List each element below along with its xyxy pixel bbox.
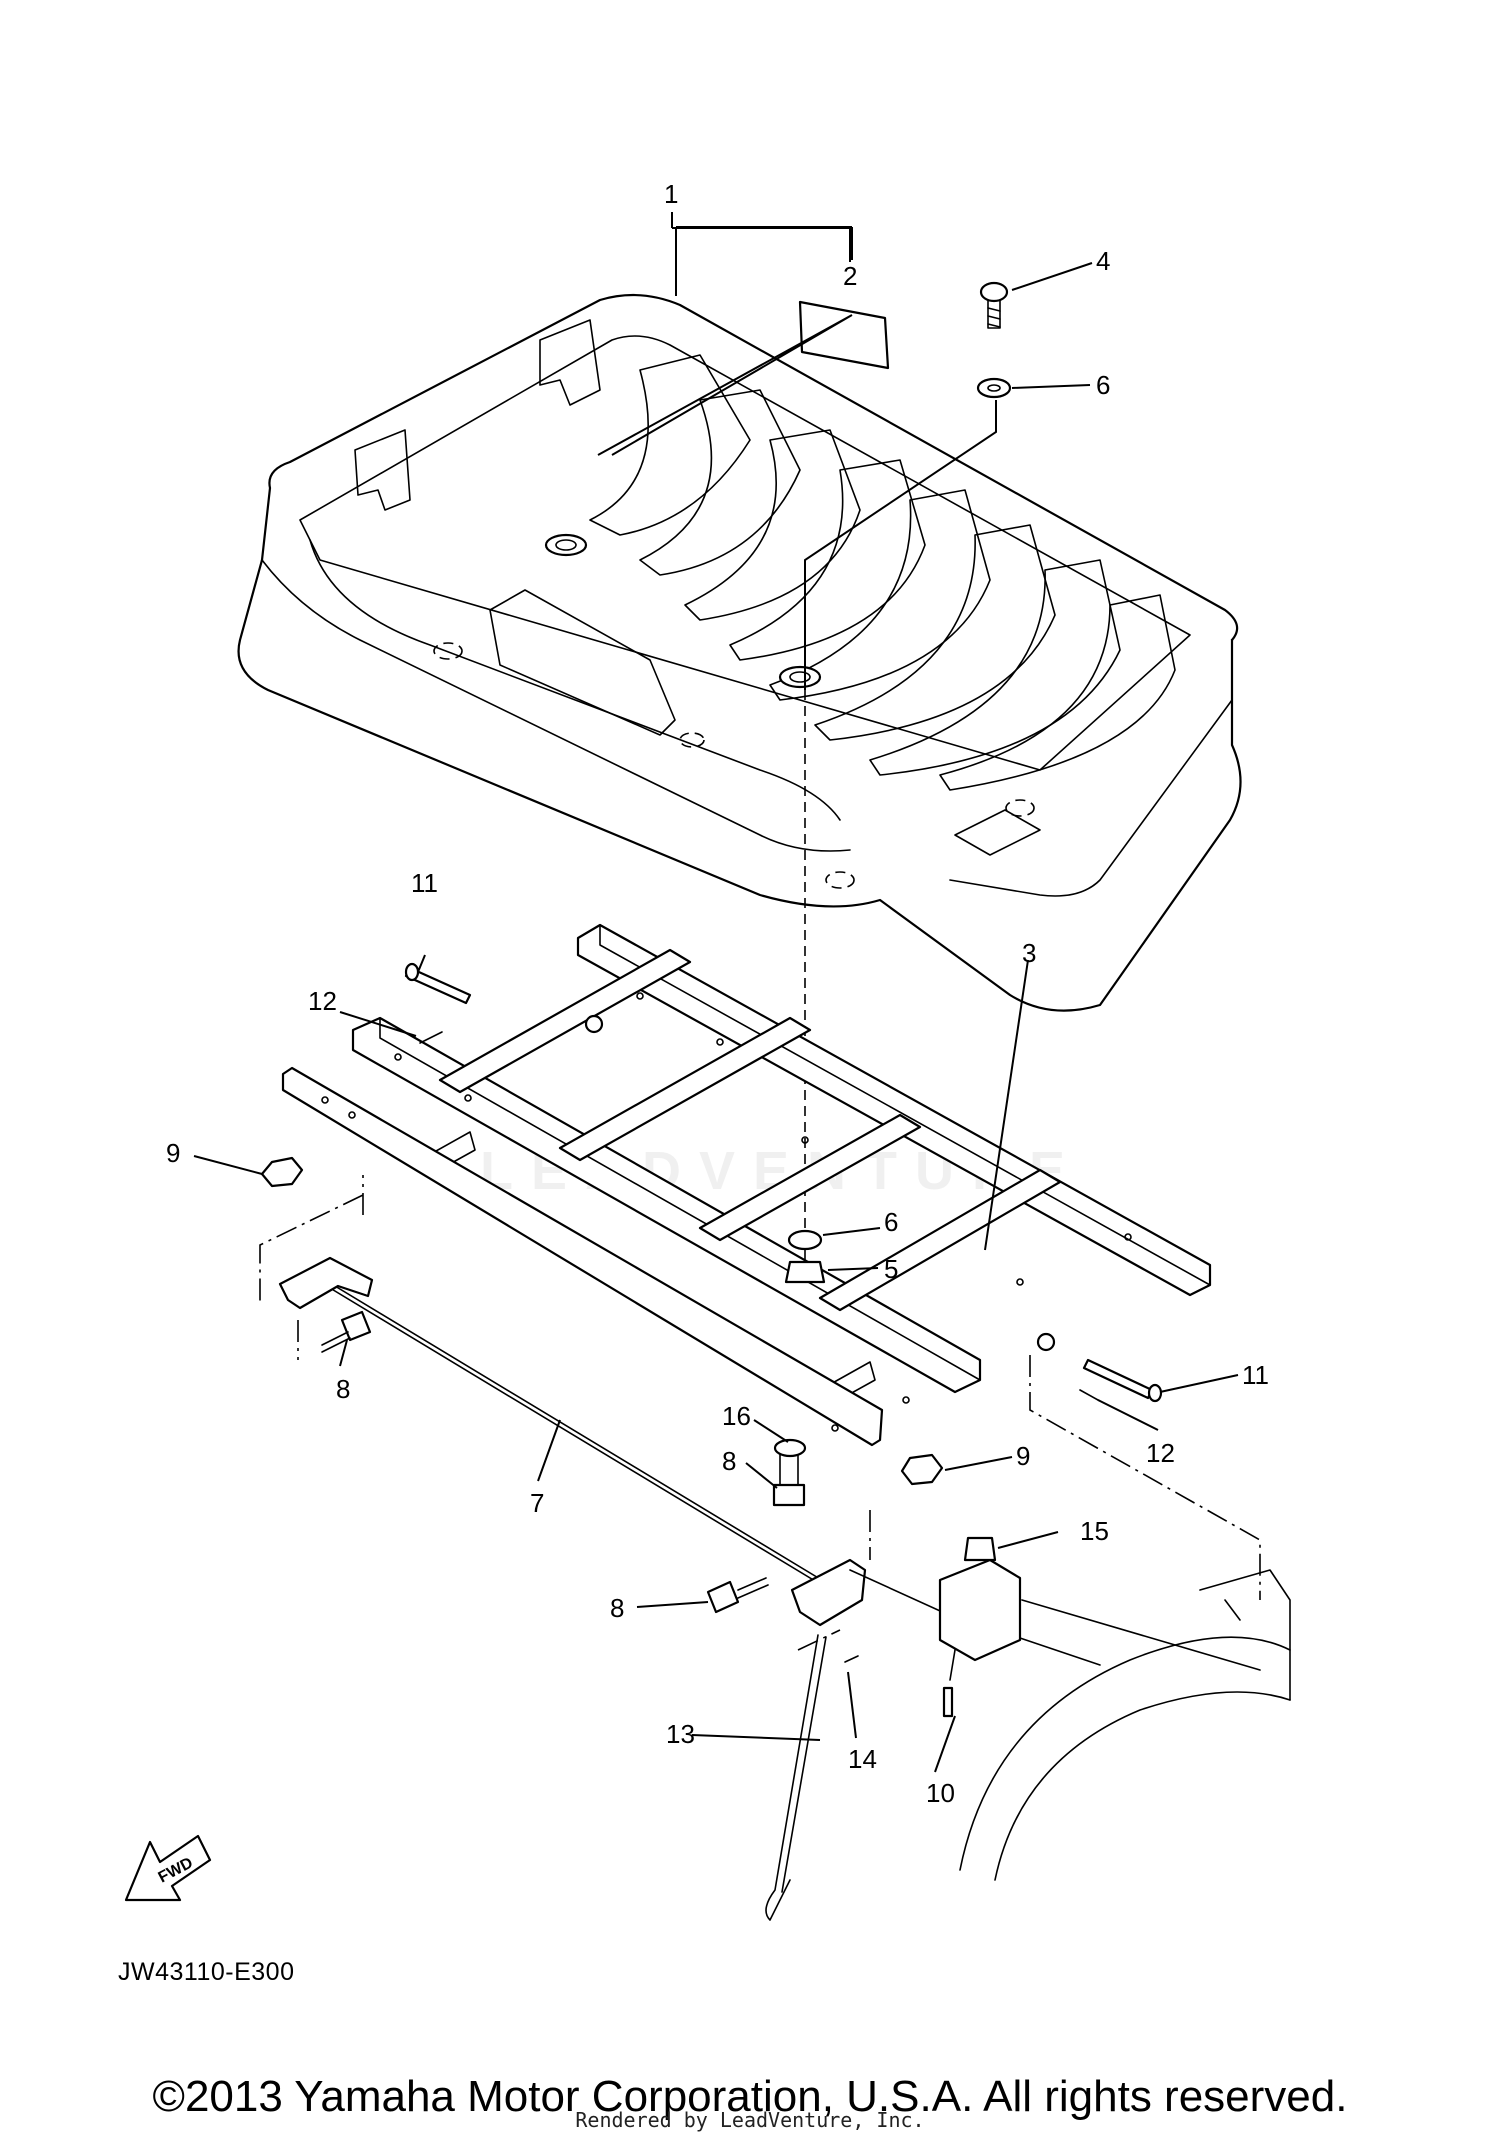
rubber-stopper	[963, 1536, 997, 1562]
callout-8-center: 8	[722, 1446, 736, 1476]
callout-11-upper: 11	[411, 868, 438, 898]
alignment-line	[797, 1629, 841, 1651]
rod-end	[942, 1686, 954, 1718]
bar-hole	[348, 1111, 356, 1119]
grommet-nut	[784, 1260, 826, 1284]
latch-bracket-right	[790, 1558, 867, 1627]
bolt-left	[321, 1310, 372, 1353]
callout-6-lower: 6	[884, 1207, 898, 1237]
callout-11-lower: 11	[1242, 1360, 1269, 1390]
callout-4: 4	[1096, 246, 1110, 276]
callout-12-upper: 12	[308, 986, 337, 1016]
flange-nut-right	[900, 1453, 944, 1486]
callout-9-left: 9	[166, 1138, 180, 1168]
hook-rod	[765, 1634, 827, 1921]
front-angle-bar	[281, 1066, 884, 1447]
callout-15: 15	[1080, 1516, 1109, 1546]
callout-14: 14	[848, 1744, 877, 1774]
screw-upper	[979, 281, 1009, 329]
cotter-pin	[844, 1655, 859, 1663]
clip-upper	[419, 1031, 443, 1044]
flange-nut-left	[260, 1156, 304, 1188]
bed-frame	[351, 923, 1212, 1406]
copyright-notice: ©2013 Yamaha Motor Corporation, U.S.A. A…	[152, 2072, 1348, 2121]
stopper-bracket	[938, 1558, 1022, 1662]
callout-3: 3	[1022, 938, 1036, 968]
pin-upper	[404, 962, 472, 1005]
rear-fender	[959, 1636, 1291, 1881]
callout-16: 16	[722, 1401, 751, 1431]
bar-hole	[321, 1096, 329, 1104]
damper-16	[773, 1438, 807, 1458]
label-decal	[798, 300, 890, 370]
callout-13: 13	[666, 1719, 695, 1749]
callout-12-lower: 12	[1146, 1438, 1175, 1468]
clip-lower	[1079, 1389, 1099, 1401]
callout-5: 5	[884, 1254, 898, 1284]
rendered-by-note: Rendered by LeadVenture, Inc.	[575, 2108, 925, 2132]
callout-8-left: 8	[336, 1374, 350, 1404]
washer-lower	[787, 1229, 823, 1251]
bolt-lower	[706, 1577, 769, 1614]
latch-bracket-left	[278, 1256, 374, 1310]
callout-9-right: 9	[1016, 1441, 1030, 1471]
release-cable	[324, 1279, 831, 1591]
washer-upper	[976, 377, 1012, 399]
alignment-line	[259, 1175, 364, 1305]
callout-10: 10	[926, 1778, 955, 1808]
bolt-center	[772, 1449, 806, 1507]
leader-lines	[193, 212, 1239, 1773]
callout-7: 7	[530, 1488, 544, 1518]
diagram-code: JW43110-E300	[118, 1958, 295, 1986]
callout-6-upper: 6	[1096, 370, 1110, 400]
callout-8-lower: 8	[610, 1593, 624, 1623]
bar-hole	[831, 1424, 839, 1432]
cargo-bed	[237, 293, 1242, 1012]
pin-lower	[1082, 1358, 1163, 1403]
forward-arrow-icon: FWD	[124, 1834, 212, 1902]
callout-1: 1	[664, 179, 678, 209]
callout-2: 2	[843, 261, 857, 291]
alignment-line	[1029, 1355, 1261, 1600]
chassis-rail	[1019, 1599, 1261, 1671]
chassis-mount	[1199, 1569, 1291, 1701]
